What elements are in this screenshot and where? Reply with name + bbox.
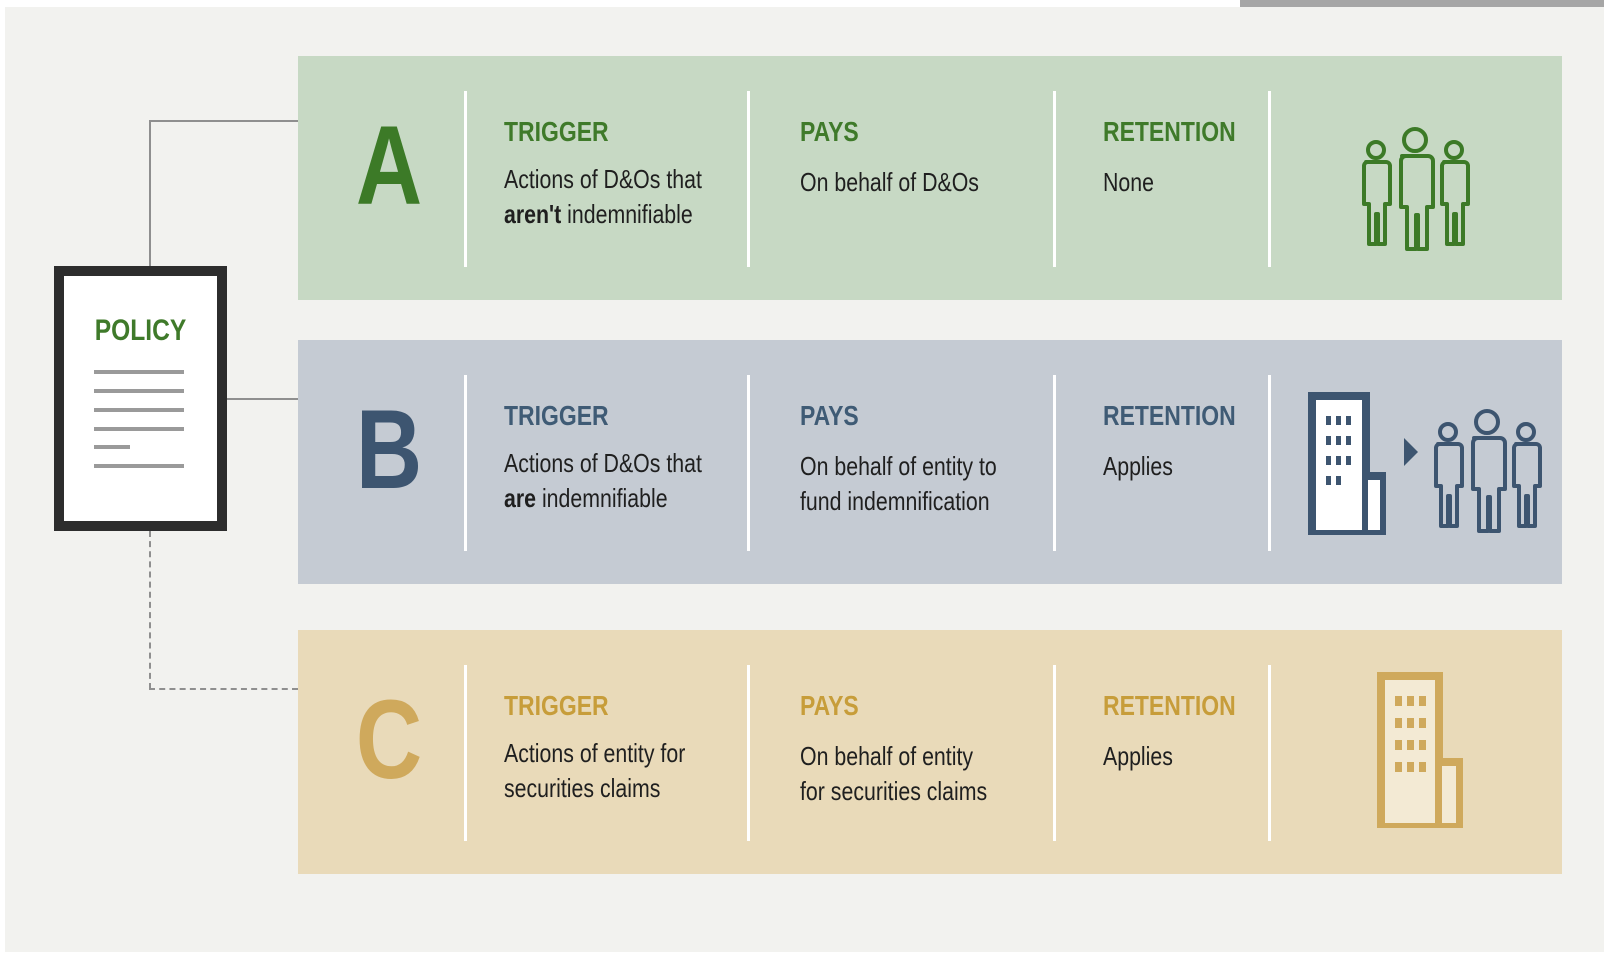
- retention-value: None: [1103, 167, 1154, 197]
- policy-text-line: [94, 427, 184, 431]
- column-divider: [1053, 375, 1056, 551]
- retention-value: Applies: [1103, 451, 1173, 481]
- pays-label: PAYS: [800, 690, 859, 721]
- trigger-line-1: Actions of entity for: [504, 738, 686, 768]
- trigger-line-1: Actions of D&Os that: [504, 164, 702, 194]
- retention-cell: RETENTION Applies: [1103, 690, 1265, 774]
- top-scrollbar: [1240, 0, 1604, 7]
- pays-cell: PAYS On behalf of entity for securities …: [800, 690, 1028, 809]
- column-divider: [464, 91, 467, 267]
- trigger-line-2-rest: securities claims: [504, 773, 661, 803]
- pays-label: PAYS: [800, 116, 859, 147]
- column-divider: [747, 375, 750, 551]
- retention-label: RETENTION: [1103, 400, 1236, 431]
- trigger-label: TRIGGER: [504, 690, 609, 721]
- retention-label: RETENTION: [1103, 116, 1236, 147]
- trigger-text: Actions of entity for securities claims: [504, 736, 685, 806]
- column-divider: [1268, 91, 1271, 267]
- trigger-text: Actions of D&Os that aren't indemnifiabl…: [504, 162, 702, 232]
- trigger-line-1: Actions of D&Os that: [504, 448, 702, 478]
- trigger-line-2: securities claims: [504, 771, 685, 806]
- pays-line-2: fund indemnification: [800, 486, 990, 516]
- three-people-icon: [1360, 126, 1470, 256]
- connector-c-horizontal: [149, 688, 298, 690]
- connector-b-horizontal: [227, 398, 298, 400]
- trigger-line-2-rest: indemnifiable: [561, 199, 693, 229]
- trigger-text: Actions of D&Os that are indemnifiable: [504, 446, 702, 516]
- trigger-emphasis: aren't: [504, 199, 562, 229]
- retention-value: Applies: [1103, 741, 1173, 771]
- connector-a-vertical: [149, 120, 151, 266]
- policy-text-line: [94, 370, 184, 374]
- coverage-letter: A: [355, 103, 423, 228]
- pays-line-1: On behalf of D&Os: [800, 167, 979, 197]
- pays-label: PAYS: [800, 400, 859, 431]
- column-divider: [747, 665, 750, 841]
- column-divider: [1053, 665, 1056, 841]
- coverage-row-b: B TRIGGER Actions of D&Os that are indem…: [298, 340, 1562, 584]
- column-divider: [1268, 665, 1271, 841]
- pays-line-1: On behalf of entity: [800, 741, 974, 771]
- retention-cell: RETENTION Applies: [1103, 400, 1265, 484]
- column-divider: [1268, 375, 1271, 551]
- trigger-line-2: aren't indemnifiable: [504, 197, 702, 232]
- pays-line-2: for securities claims: [800, 776, 988, 806]
- building-to-people-icon: [1308, 392, 1548, 543]
- pays-cell: PAYS On behalf of D&Os: [800, 116, 1018, 200]
- connector-c-vertical: [149, 531, 151, 689]
- column-divider: [464, 665, 467, 841]
- column-divider: [1053, 91, 1056, 267]
- retention-label: RETENTION: [1103, 690, 1236, 721]
- pays-text: On behalf of entity to fund indemnificat…: [800, 449, 997, 519]
- trigger-line-2: are indemnifiable: [504, 481, 702, 516]
- trigger-line-2-rest: indemnifiable: [536, 483, 668, 513]
- coverage-row-c: C TRIGGER Actions of entity for securiti…: [298, 630, 1562, 874]
- policy-text-line: [94, 464, 184, 468]
- policy-text-line: [94, 389, 184, 393]
- coverage-row-a: A TRIGGER Actions of D&Os that aren't in…: [298, 56, 1562, 300]
- policy-title: POLICY: [94, 314, 187, 347]
- retention-cell: RETENTION None: [1103, 116, 1265, 200]
- trigger-label: TRIGGER: [504, 116, 609, 147]
- connector-a-horizontal: [149, 120, 298, 122]
- coverage-letter: C: [355, 677, 423, 802]
- pays-text: On behalf of entity for securities claim…: [800, 739, 987, 809]
- trigger-cell: TRIGGER Actions of D&Os that aren't inde…: [504, 116, 745, 232]
- trigger-label: TRIGGER: [504, 400, 609, 431]
- policy-text-line: [94, 408, 184, 412]
- building-icon: [1377, 672, 1467, 837]
- policy-text-line: [94, 445, 130, 449]
- column-divider: [747, 91, 750, 267]
- column-divider: [464, 375, 467, 551]
- trigger-cell: TRIGGER Actions of entity for securities…: [504, 690, 725, 806]
- pays-cell: PAYS On behalf of entity to fund indemni…: [800, 400, 1040, 519]
- policy-document-icon: POLICY: [54, 266, 227, 531]
- trigger-emphasis: are: [504, 483, 537, 513]
- trigger-cell: TRIGGER Actions of D&Os that are indemni…: [504, 400, 745, 516]
- coverage-letter: B: [355, 387, 423, 512]
- pays-text: On behalf of D&Os: [800, 165, 979, 200]
- pays-line-1: On behalf of entity to: [800, 451, 997, 481]
